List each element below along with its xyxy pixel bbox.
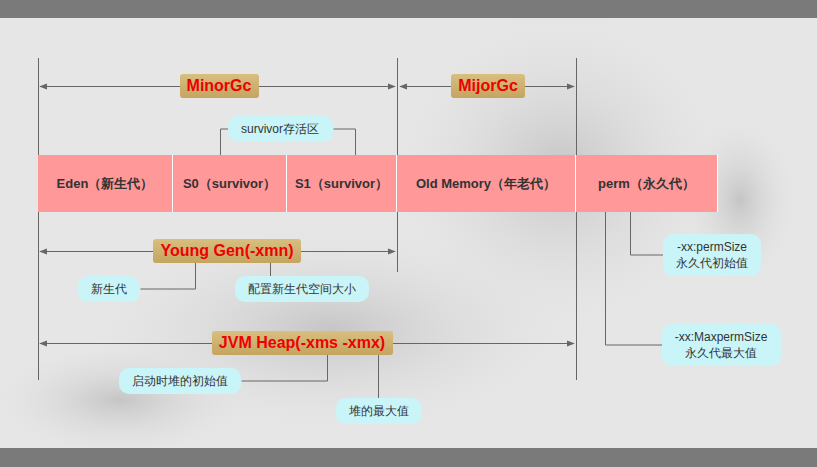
leader-line	[141, 263, 196, 289]
dimension-lines	[40, 87, 574, 344]
memory-region: perm（永久代）	[576, 155, 718, 212]
callout-note: 堆的最大值	[336, 398, 422, 424]
leader-line	[270, 263, 271, 276]
node-text: MijorGc	[458, 77, 518, 95]
node-text: Young Gen(-xmn)	[160, 242, 293, 260]
node-text: 堆的最大值	[349, 403, 409, 419]
node-text: MinorGc	[187, 77, 252, 95]
dimension-label: Young Gen(-xmn)	[153, 239, 301, 263]
memory-region: Eden（新生代）	[38, 155, 173, 212]
gc-label: MinorGc	[180, 74, 259, 98]
photo-backdrop	[0, 0, 800, 460]
bottom-bar	[0, 448, 817, 467]
extent-lines	[39, 58, 577, 380]
leader-line	[631, 212, 664, 255]
node-text: 永久代最大值	[685, 345, 757, 361]
top-bar	[0, 0, 817, 18]
callout-note: 启动时堆的初始值	[119, 368, 241, 394]
callout-note: -xx:MaxpermSize永久代最大值	[662, 324, 781, 366]
callout-note: 配置新生代空间大小	[235, 276, 369, 302]
memory-region: S1（survivor）	[287, 155, 397, 212]
leader-line	[378, 355, 379, 398]
node-text: Old Memory（年老代）	[416, 175, 556, 193]
node-text: 启动时堆的初始值	[132, 373, 228, 389]
node-text: -xx:permSize	[677, 239, 747, 255]
node-text: S1（survivor）	[295, 175, 388, 193]
callout-note: survivor存活区	[228, 116, 333, 142]
node-text: survivor存活区	[241, 121, 319, 137]
node-text: JVM Heap(-xms -xmx)	[219, 334, 385, 352]
memory-region: Old Memory（年老代）	[397, 155, 576, 212]
node-text: 永久代初始值	[676, 255, 748, 271]
node-text: S0（survivor）	[183, 175, 276, 193]
callout-note: -xx:permSize永久代初始值	[663, 234, 761, 276]
dimension-label: JVM Heap(-xms -xmx)	[212, 331, 393, 355]
node-text: 配置新生代空间大小	[248, 281, 356, 297]
leader-line	[606, 212, 663, 345]
node-text: 新生代	[91, 281, 127, 297]
leader-line	[242, 355, 328, 381]
leader-line	[334, 129, 356, 155]
node-text: -xx:MaxpermSize	[675, 329, 768, 345]
memory-region: S0（survivor）	[173, 155, 287, 212]
gc-label: MijorGc	[451, 74, 525, 98]
node-text: Eden（新生代）	[57, 175, 154, 193]
callout-note: 新生代	[78, 276, 140, 302]
node-text: perm（永久代）	[598, 175, 695, 193]
